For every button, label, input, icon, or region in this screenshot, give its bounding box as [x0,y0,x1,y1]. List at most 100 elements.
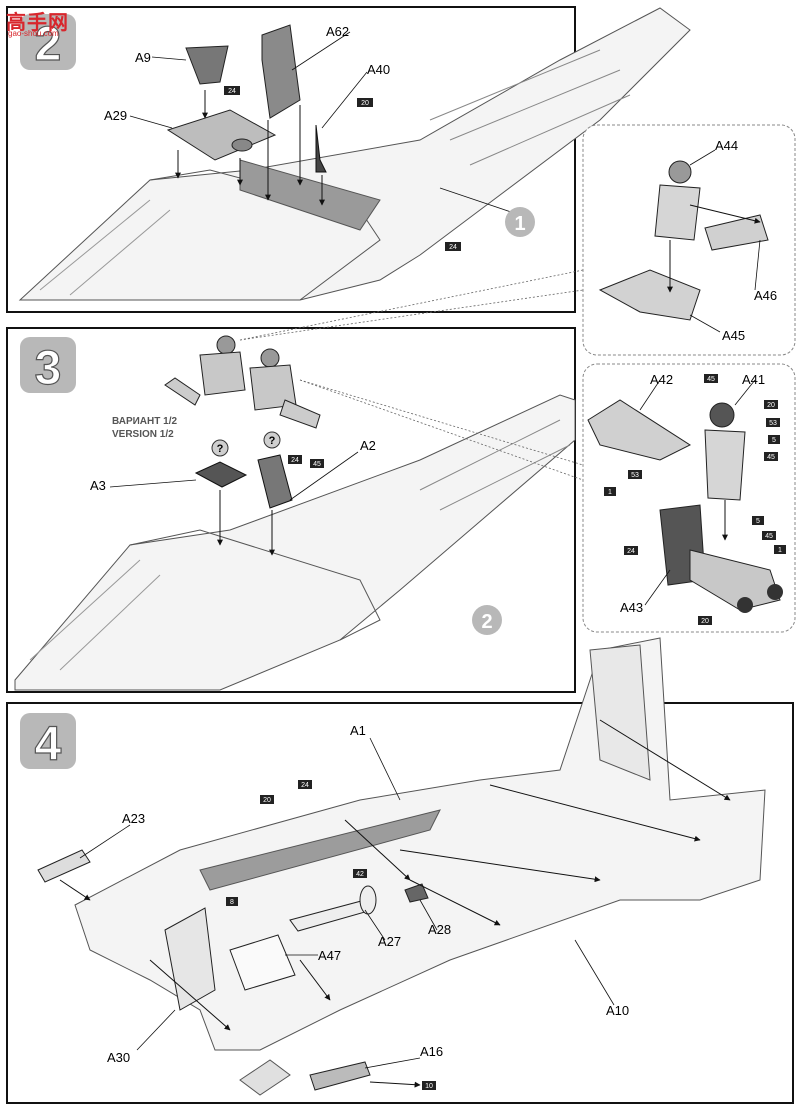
pilot-figure-variant1 [164,335,246,406]
part-A62-drawing [261,24,301,119]
paint-code: 1 [778,547,782,554]
watermark-text: 高手网 [6,10,69,34]
paint-code: 24 [449,244,457,251]
step-4-panel: A1 A23 A28 A27 A47 A10 A30 A16 20 24 8 4… [6,637,794,1104]
label-A62: A62 [326,24,349,39]
inset-connectors [239,269,584,481]
step-3-badge: 3 [20,337,76,396]
inset-figure-variant1: A44 A46 A45 [582,124,796,356]
paint-flag: 20 [764,400,778,409]
step-2-number: 2 [35,18,62,71]
part-A23-drawing [37,849,91,883]
label-A43: A43 [620,600,643,615]
step-2-badge: 2 [20,14,76,72]
paint-flag: 42 [353,869,367,878]
question-bubble-2: ? [263,431,281,449]
paint-flag: 45 [310,459,324,468]
paint-code: 1 [608,489,612,496]
paint-code: 5 [772,437,776,444]
step-3-panel: ? ? ВАРИАНТ 1/2 VERSION 1/2 A3 A2 24 45 … [6,327,576,693]
part-A2-drawing [257,454,293,509]
label-A23: A23 [122,811,145,826]
label-A10: A10 [606,1003,629,1018]
paint-flag: 45 [704,374,718,383]
paint-code: 24 [301,782,309,789]
paint-code: 8 [230,899,234,906]
question-bubble-1: ? [211,439,229,457]
step-4-badge: 4 [20,713,76,772]
paint-flag: 1 [774,545,786,554]
label-A30: A30 [107,1050,130,1065]
assembly-ref-circle: 2 [472,605,502,635]
paint-flag: 24 [298,780,312,789]
paint-code: 45 [765,533,773,540]
assembly-ref-number: 2 [481,611,492,633]
paint-code: 24 [291,457,299,464]
label-A2: A2 [360,438,376,453]
paint-code: 24 [228,88,236,95]
label-A16: A16 [420,1044,443,1059]
assembly-ref-number: 1 [514,213,525,235]
step-2-panel: A9 A62 A40 A29 24 20 24 2 1 [6,6,691,313]
part-A9-drawing [185,45,229,85]
part-A29-drawing [166,109,277,161]
paint-code: 20 [701,618,709,625]
step-3-number: 3 [35,342,62,395]
assembly-ref-circle: 1 [505,207,535,237]
variant-note-line1: ВАРИАНТ 1/2 [112,416,177,427]
label-A47: A47 [318,948,341,963]
paint-code: 53 [631,472,639,479]
part-A16-drawing [309,1061,371,1091]
paint-flag: 8 [226,897,238,906]
paint-code: 53 [769,420,777,427]
paint-flag: 24 [624,546,638,555]
paint-flag: 45 [762,531,776,540]
paint-code: 20 [767,402,775,409]
label-A3: A3 [90,478,106,493]
label-A40: A40 [367,62,390,77]
part-A40-drawing [315,124,327,173]
label-A27: A27 [378,934,401,949]
paint-code: 20 [263,797,271,804]
paint-code: 24 [627,548,635,555]
question-mark-2: ? [269,435,276,447]
part-A27-drawing [289,885,377,932]
question-mark-1: ? [217,443,224,455]
paint-flag: 5 [768,435,780,444]
paint-flag: 20 [698,616,712,625]
paint-code: 5 [756,518,760,525]
part-A47-drawing [229,934,296,991]
label-A28: A28 [428,922,451,937]
part-A28-drawing [404,883,429,903]
wing-drawing-step3 [14,394,576,691]
pilot-figure-variant2 [249,348,321,429]
label-A41: A41 [742,372,765,387]
watermark-url: gao-shou.com [8,29,59,38]
inset-figure-variant2: A42 A41 A43 45 20 53 5 45 53 1 5 45 1 24… [582,363,796,633]
paint-code: 20 [361,100,369,107]
paint-code: 45 [767,454,775,461]
wing-drawing-step2 [18,7,691,301]
paint-code: 10 [425,1083,433,1090]
paint-flag: 53 [766,418,780,427]
paint-code: 45 [313,461,321,468]
paint-flag: 24 [445,242,461,251]
part-A3-drawing [194,461,248,488]
watermark-logo: 高手网 gao-shou.com [6,6,76,40]
label-A1: A1 [350,723,366,738]
paint-flag: 20 [260,795,274,804]
paint-flag: 10 [422,1081,436,1090]
paint-flag: 45 [764,452,778,461]
label-A46: A46 [754,288,777,303]
label-A42: A42 [650,372,673,387]
label-A9: A9 [135,50,151,65]
label-A44: A44 [715,138,738,153]
variant-note-line2: VERSION 1/2 [112,429,174,440]
paint-flag: 53 [628,470,642,479]
paint-code: 42 [356,871,364,878]
fuselage-drawing [74,637,766,1096]
paint-flag: 24 [224,86,240,95]
label-A29: A29 [104,108,127,123]
label-A45: A45 [722,328,745,343]
paint-flag: 5 [752,516,764,525]
